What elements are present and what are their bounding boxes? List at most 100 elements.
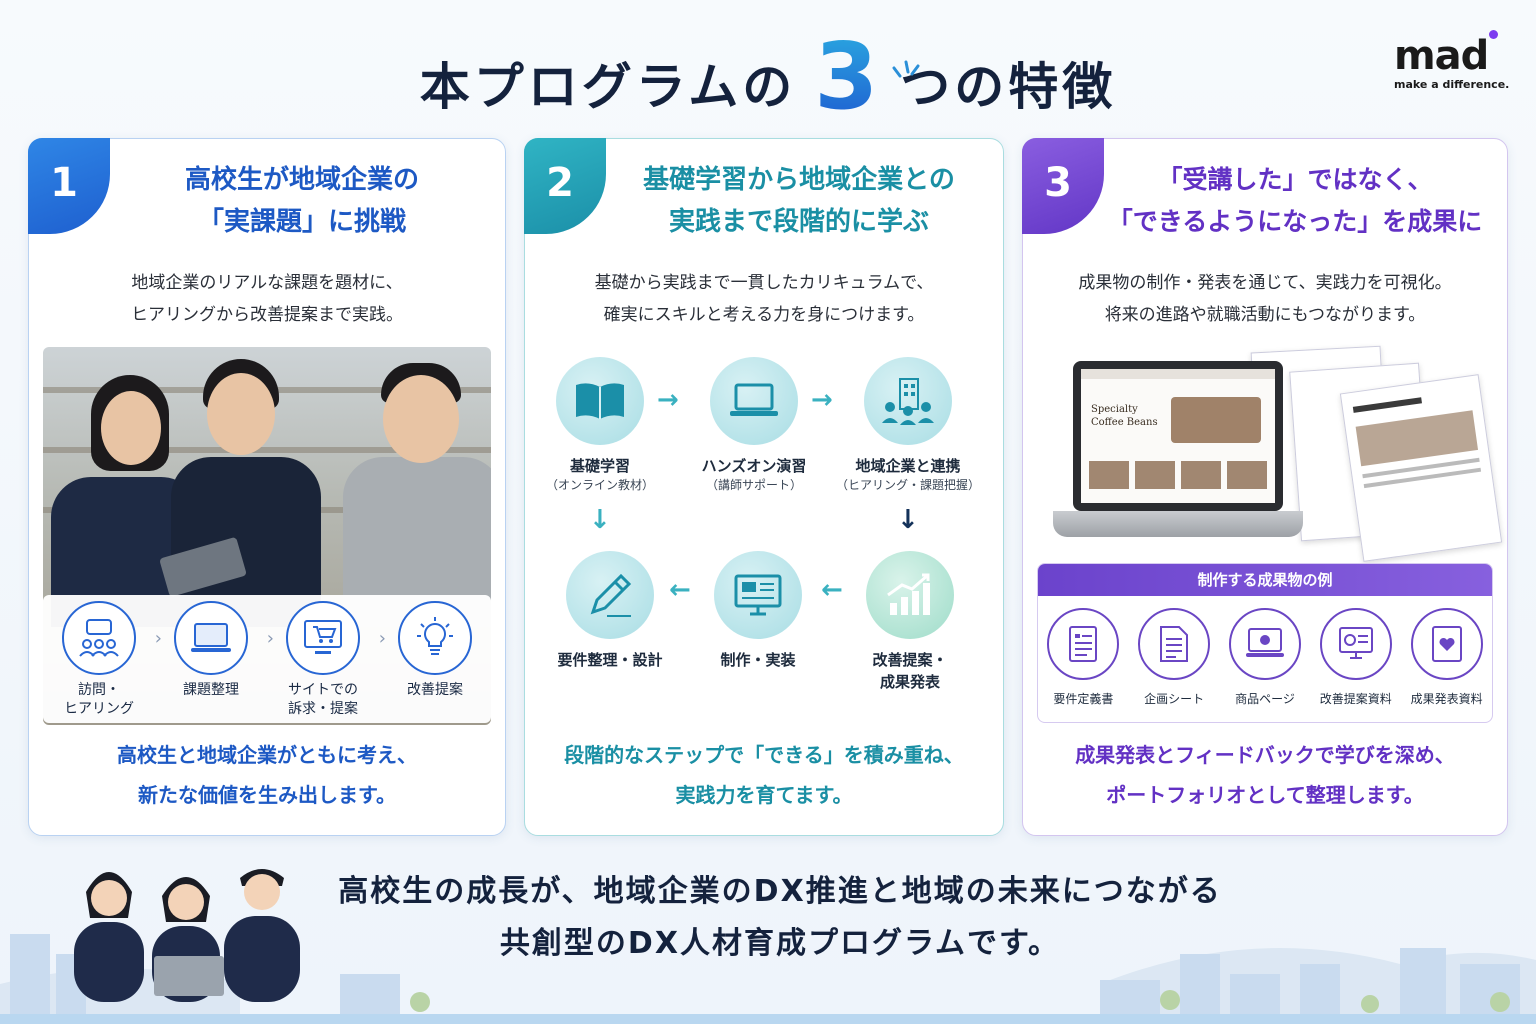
laptop-product-page-image: Specialty Coffee Beans xyxy=(1053,361,1303,551)
flow-label: 成果発表 xyxy=(879,673,940,691)
output-presentation: 成果発表資料 xyxy=(1404,608,1490,707)
arrow-left-icon: ← xyxy=(821,575,843,605)
step-improvement: 改善提案 xyxy=(390,601,480,700)
book-icon xyxy=(576,383,624,419)
desc-line: 将来の進路や就職活動にもつながります。 xyxy=(1104,305,1426,325)
flow-label: 改善提案・ xyxy=(872,651,948,669)
card-heading: 「受講した」ではなく、 「できるようになった」を成果に xyxy=(1093,159,1497,243)
output-label: 成果発表資料 xyxy=(1410,692,1483,706)
step-issue-organize: 課題整理 › xyxy=(166,601,274,700)
card-heading: 高校生が地域企業の 「実課題」に挑戦 xyxy=(109,159,495,243)
outputs-title: 制作する成果物の例 xyxy=(1038,564,1492,596)
chevron-right-icon: › xyxy=(266,628,274,649)
step-visit-hearing: 訪問・ ヒアリング › xyxy=(54,601,162,719)
desc-line: 地域企業のリアルな課題を題材に、 xyxy=(131,273,403,293)
laptop-icon xyxy=(191,623,231,652)
output-product-page: 商品ページ xyxy=(1222,608,1308,707)
logo-dot xyxy=(1489,30,1498,39)
workflow-steps: 訪問・ ヒアリング › 課題整理 › サイトでの 訴求・提案 › 改善提案 xyxy=(43,595,491,723)
closing-line: 共創型のDX人材育成プログラムです。 xyxy=(499,926,1061,961)
summary-line: 成果発表とフィードバックで学びを深め、 xyxy=(1075,743,1455,767)
summary-line: 実践力を育てます。 xyxy=(675,783,853,807)
closing-line: 高校生の成長が、地域企業のDX推進と地域の未来につながる xyxy=(338,874,1222,909)
title-number: 3 xyxy=(814,23,883,130)
meeting-icon xyxy=(79,619,119,657)
summary-line: 高校生と地域企業がともに考え、 xyxy=(117,743,417,767)
desc-line: 基礎から実践まで一貫したカリキュラムで、 xyxy=(594,273,934,293)
step-label: 訴求・提案 xyxy=(288,701,358,717)
feature-card-1: 1 高校生が地域企業の 「実課題」に挑戦 地域企業のリアルな課題を題材に、 ヒア… xyxy=(28,138,506,836)
logo-text: mad xyxy=(1394,33,1489,79)
growth-chart-icon xyxy=(887,573,930,615)
logo-tagline: make a difference. xyxy=(1394,78,1510,91)
flow-step-requirements: 要件整理・設計 xyxy=(535,551,685,671)
output-proposal: 改善提案資料 xyxy=(1313,608,1399,707)
summary-line: 新たな価値を生み出します。 xyxy=(138,783,396,807)
summary-line: ポートフォリオとして整理します。 xyxy=(1106,783,1424,807)
step-label: ヒアリング xyxy=(64,701,134,717)
chevron-right-icon: › xyxy=(378,628,386,649)
card-summary: 段階的なステップで「できる」を積み重ね、 実践力を育てます。 xyxy=(535,735,993,815)
cart-icon xyxy=(304,620,342,654)
card-heading: 基礎学習から地域企業との 実践まで段階的に学ぶ xyxy=(605,159,993,243)
feature-card-3: 3 「受講した」ではなく、 「できるようになった」を成果に 成果物の制作・発表を… xyxy=(1022,138,1508,836)
flow-step-presentation: 改善提案・ 成果発表 xyxy=(835,551,985,693)
arrow-down-icon: ↓ xyxy=(589,505,611,535)
flow-step-basic-learning: 基礎学習 （オンライン教材） xyxy=(525,357,675,493)
building-icon xyxy=(882,378,934,425)
laptop-icon xyxy=(730,383,778,416)
town-skyline-illustration xyxy=(0,934,1536,1024)
flow-label: 基礎学習 xyxy=(569,457,630,475)
heading-line: 「できるようになった」を成果に xyxy=(1107,207,1483,236)
card-number-badge: 1 xyxy=(28,138,110,234)
card-description: 成果物の制作・発表を通じて、実践力を可視化。 将来の進路や就職活動にもつながりま… xyxy=(1043,267,1487,331)
output-plan-sheet: 企画シート xyxy=(1131,608,1217,707)
product-page-icon xyxy=(1245,628,1284,657)
monitor-icon xyxy=(734,574,782,616)
output-label: 要件定義書 xyxy=(1053,692,1114,706)
flow-sublabel: （講師サポート） xyxy=(705,478,802,492)
flow-label: 地域企業と連携 xyxy=(855,457,961,475)
step-label: サイトでの xyxy=(288,682,358,698)
arrow-right-icon: → xyxy=(811,385,833,415)
heading-line: 高校生が地域企業の xyxy=(184,165,419,195)
summary-line: 段階的なステップで「できる」を積み重ね、 xyxy=(564,743,964,767)
heading-line: 「実課題」に挑戦 xyxy=(197,207,406,237)
document-icon xyxy=(1069,626,1098,662)
arrow-down-icon: ↓ xyxy=(897,505,919,535)
step-site-proposal: サイトでの 訴求・提案 › xyxy=(278,601,386,719)
flow-label: 制作・実装 xyxy=(720,651,796,669)
output-label: 商品ページ xyxy=(1235,692,1295,706)
brand-logo: mad make a difference. xyxy=(1394,30,1510,91)
flow-step-production: 制作・実装 xyxy=(683,551,833,671)
step-label: 課題整理 xyxy=(183,682,239,698)
title-post: つの特徴 xyxy=(900,58,1117,116)
laptop-screen-heading: Specialty Coffee Beans xyxy=(1091,404,1158,428)
sheet-icon xyxy=(1160,626,1189,662)
flow-sublabel: （オンライン教材） xyxy=(545,478,654,492)
desc-line: 成果物の制作・発表を通じて、実践力を可視化。 xyxy=(1078,273,1452,293)
card-summary: 高校生と地域企業がともに考え、 新たな価値を生み出します。 xyxy=(39,735,495,815)
heading-line: 実践まで段階的に学ぶ xyxy=(668,207,929,237)
card-number-badge: 2 xyxy=(524,138,606,234)
page-title: 本プログラムの 3 つの特徴 xyxy=(0,31,1536,128)
outputs-panel: 制作する成果物の例 要件定義書 企画シート 商品ページ 改善提案資料 成果発表資… xyxy=(1037,563,1493,723)
sparkle-icon xyxy=(892,60,920,78)
arrow-right-icon: → xyxy=(657,385,679,415)
students-illustration xyxy=(74,869,300,1002)
desc-line: ヒアリングから改善提案まで実践。 xyxy=(131,305,403,325)
arrow-left-icon: ← xyxy=(669,575,691,605)
flow-label: ハンズオン演習 xyxy=(701,457,807,475)
step-label: 訪問・ xyxy=(78,682,120,698)
card-summary: 成果発表とフィードバックで学びを深め、 ポートフォリオとして整理します。 xyxy=(1033,735,1497,815)
desc-line: 確実にスキルと考える力を身につけます。 xyxy=(603,305,925,325)
output-requirements-doc: 要件定義書 xyxy=(1040,608,1126,707)
chevron-right-icon: › xyxy=(154,628,162,649)
flow-step-hands-on: ハンズオン演習 （講師サポート） xyxy=(679,357,829,493)
flow-label: 要件整理・設計 xyxy=(557,651,663,669)
output-label: 改善提案資料 xyxy=(1319,692,1392,706)
title-pre: 本プログラムの xyxy=(419,58,797,116)
card-description: 基礎から実践まで一貫したカリキュラムで、 確実にスキルと考える力を身につけます。 xyxy=(545,267,983,331)
heading-line: 基礎学習から地域企業との xyxy=(643,165,955,195)
output-label: 企画シート xyxy=(1144,692,1205,706)
